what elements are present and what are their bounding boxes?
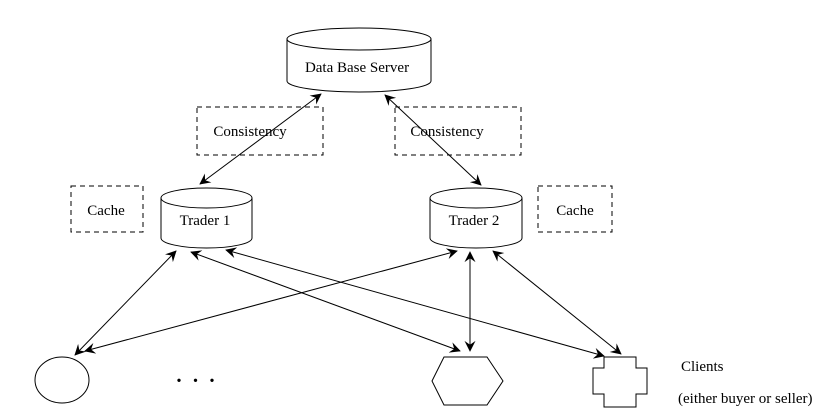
trader-1-cylinder-top bbox=[160, 187, 253, 209]
clients-caption: Clients (either buyer or seller) bbox=[678, 359, 813, 407]
cache-right-box: Cache bbox=[537, 185, 613, 233]
cache-left-box: Cache bbox=[70, 185, 144, 233]
trader-1-node: Trader 1 bbox=[160, 187, 253, 249]
trader-2-label: Trader 2 bbox=[449, 213, 500, 229]
trader-2-cylinder-top bbox=[429, 187, 523, 209]
database-server-cylinder-top bbox=[286, 27, 432, 51]
consistency-right-label: Consistency bbox=[410, 124, 484, 140]
client-hexagon-shape bbox=[431, 356, 504, 406]
cache-left-border bbox=[70, 185, 144, 233]
client-circle-shape bbox=[34, 356, 90, 404]
edge-trader1-database bbox=[199, 93, 322, 185]
cache-left-label: Cache bbox=[87, 203, 125, 219]
database-server-label: Data Base Server bbox=[305, 60, 409, 76]
trader-2-node: Trader 2 bbox=[429, 187, 523, 249]
consistency-left-label: Consistency bbox=[213, 124, 287, 140]
client-cross-shape bbox=[592, 356, 648, 408]
edge-cross-trader2 bbox=[492, 250, 622, 355]
clients-caption-line1: Clients bbox=[681, 359, 724, 375]
trader-1-cylinder-body bbox=[160, 198, 253, 249]
cache-right-label: Cache bbox=[556, 203, 594, 219]
cache-right-border bbox=[537, 185, 613, 233]
database-server-node: Data Base Server bbox=[286, 27, 432, 93]
trader-1-label: Trader 1 bbox=[180, 213, 231, 229]
clients-caption-line2: (either buyer or seller) bbox=[678, 391, 813, 407]
more-clients-ellipsis: . . . bbox=[176, 363, 217, 387]
database-server-cylinder-body bbox=[286, 39, 432, 93]
edge-trader2-database bbox=[384, 94, 482, 186]
